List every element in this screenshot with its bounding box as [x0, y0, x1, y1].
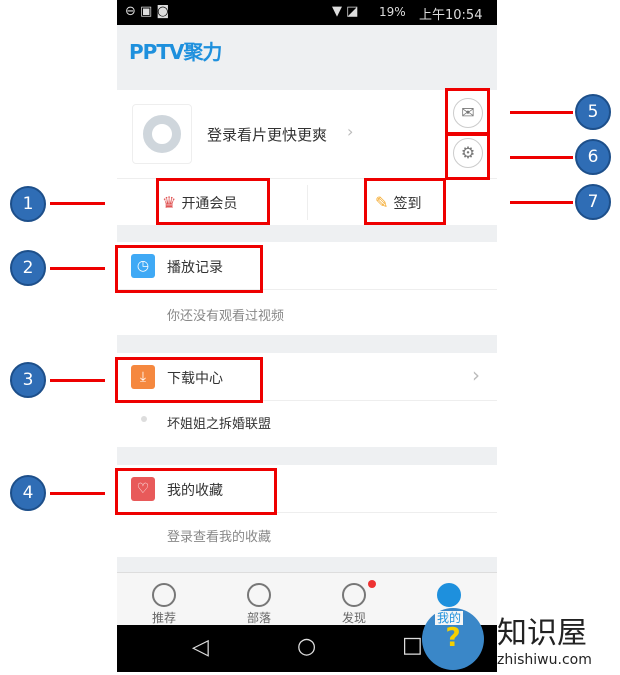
login-prompt[interactable]: 登录看片更快更爽 — [207, 126, 328, 144]
vip-button[interactable]: ♛ 开通会员 — [162, 193, 237, 213]
clock: 上午10:54 — [419, 8, 483, 23]
settings-gear-icon[interactable]: ⚙ — [453, 138, 483, 168]
tab-bar: 推荐 部落 发现 我的 — [117, 572, 497, 625]
tab-label: 推荐 — [151, 611, 176, 625]
favorites-section[interactable]: ♡ 我的收藏 登录查看我的收藏 — [117, 465, 497, 557]
chevron-right-icon: › — [347, 122, 354, 141]
callout-3: 3 — [10, 362, 46, 398]
download-item[interactable]: 坏姐姐之拆婚联盟 — [167, 417, 272, 432]
app-logo: PPTV聚力 — [129, 40, 222, 64]
download-icon: ⤓ — [131, 365, 155, 389]
highlight-history — [115, 245, 263, 293]
highlight-checkin — [364, 178, 446, 225]
callout-1: 1 — [10, 186, 46, 222]
profile-card[interactable]: 登录看片更快更爽 › ✉ ⚙ — [117, 90, 497, 178]
history-section[interactable]: ◷ 播放记录 你还没有观看过视频 — [117, 242, 497, 335]
tab-label: 部落 — [246, 611, 271, 625]
checkin-label: 签到 — [393, 196, 422, 212]
user-icon — [437, 583, 461, 607]
clock-icon: ◷ — [131, 254, 155, 278]
avatar[interactable] — [132, 104, 192, 164]
crown-icon: ♛ — [162, 193, 177, 212]
heart-icon: ♡ — [131, 477, 155, 501]
pen-icon: ✎ — [375, 193, 389, 212]
arrow-3 — [50, 379, 105, 382]
notification-dot — [368, 580, 376, 588]
home-icon — [152, 583, 176, 607]
mail-icon[interactable]: ✉ — [453, 98, 483, 128]
tab-label: 我的 — [434, 611, 463, 625]
highlight-mail — [445, 88, 490, 135]
callout-2: 2 — [10, 250, 46, 286]
app-header: PPTV聚力 — [117, 25, 497, 72]
section-title: 我的收藏 — [167, 483, 223, 499]
callout-4: 4 — [10, 475, 46, 511]
callout-6: 6 — [575, 139, 611, 175]
arrow-5 — [510, 111, 573, 114]
action-row: ♛ 开通会员 ✎ 签到 — [117, 178, 497, 225]
tab-tribe[interactable]: 部落 — [229, 583, 289, 626]
checkin-button[interactable]: ✎ 签到 — [375, 193, 422, 213]
callout-5: 5 — [575, 94, 611, 130]
callout-7: 7 — [575, 184, 611, 220]
dot-icon — [141, 416, 147, 422]
highlight-vip — [156, 178, 270, 225]
status-icons: ⊖ ▣ ◙ — [125, 4, 170, 19]
highlight-download — [115, 357, 263, 403]
highlight-settings — [445, 133, 490, 180]
tribe-icon — [247, 583, 271, 607]
watermark: 知识屋 zhishiwu.com — [497, 608, 620, 675]
tab-discover[interactable]: 发现 — [324, 580, 384, 626]
discover-icon — [342, 583, 366, 607]
arrow-4 — [50, 492, 105, 495]
tab-mine[interactable]: 我的 — [419, 583, 479, 626]
highlight-favorites — [115, 468, 277, 515]
tab-label: 发现 — [341, 611, 366, 625]
phone-screen: ⊖ ▣ ◙ ▼ ◪ 19% 上午10:54 PPTV聚力 登录看片更快更爽 › … — [117, 0, 497, 672]
tab-recommend[interactable]: 推荐 — [134, 583, 194, 626]
section-sub: 登录查看我的收藏 — [167, 530, 272, 545]
watermark-url: zhishiwu.com — [497, 652, 592, 668]
arrow-2 — [50, 267, 105, 270]
section-title: 播放记录 — [167, 260, 223, 276]
battery-level: 19% — [379, 5, 406, 19]
wifi-icon: ▼ ◪ — [332, 4, 359, 19]
arrow-7 — [510, 201, 573, 204]
section-title: 下载中心 — [167, 371, 223, 387]
arrow-1 — [50, 202, 105, 205]
recents-icon[interactable]: □ — [402, 633, 423, 658]
watermark-name: 知识屋 — [497, 616, 587, 651]
status-bar: ⊖ ▣ ◙ ▼ ◪ 19% 上午10:54 — [117, 0, 497, 25]
chevron-right-icon: › — [472, 363, 480, 387]
section-sub: 你还没有观看过视频 — [167, 309, 285, 324]
arrow-6 — [510, 156, 573, 159]
vip-label: 开通会员 — [181, 196, 238, 212]
back-icon[interactable]: ◁ — [192, 635, 209, 660]
home-circle-icon[interactable]: ○ — [297, 634, 317, 659]
